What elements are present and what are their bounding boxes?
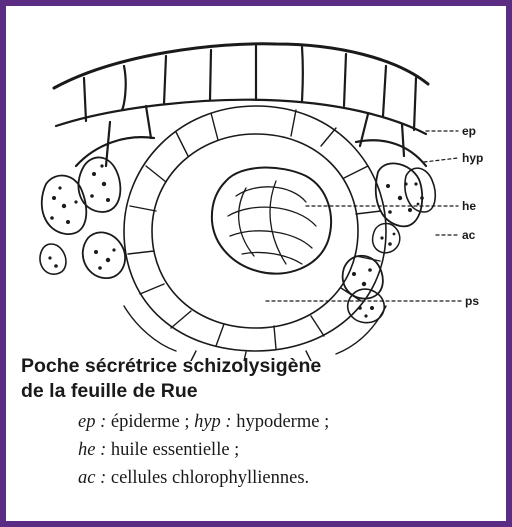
- chloro-cell-left-2: [78, 157, 120, 212]
- legend-hyp-abbr: hyp :: [194, 412, 232, 432]
- legend-line-1: ep : épiderme ; hyp : hypoderme ;: [78, 408, 498, 436]
- title-line-1: Poche sécrétrice schizolysigène: [21, 354, 491, 379]
- legend-hyp-text: hypoderme ;: [232, 412, 330, 432]
- legend: ep : épiderme ; hyp : hypoderme ; he : h…: [78, 408, 498, 492]
- label-ep: ep: [462, 124, 476, 138]
- leader-lines: [266, 131, 461, 301]
- legend-he-text: huile essentielle ;: [106, 440, 239, 460]
- legend-ac-text: cellules chlorophylliennes.: [106, 468, 309, 488]
- legend-line-3: ac : cellules chlorophylliennes.: [78, 464, 498, 492]
- label-hyp: hyp: [462, 151, 483, 165]
- figure-title: Poche sécrétrice schizolysigène de la fe…: [21, 354, 491, 404]
- chloro-cell-left-4: [40, 244, 66, 274]
- legend-ep-text: épiderme ;: [106, 412, 194, 432]
- chloro-cell-right-4: [348, 289, 385, 323]
- chloro-cell-right-1: [376, 163, 422, 226]
- hypodermis-walls: [76, 137, 426, 166]
- title-line-2: de la feuille de Rue: [21, 379, 491, 404]
- legend-ep-abbr: ep :: [78, 412, 106, 432]
- oil-lines: [228, 181, 316, 264]
- secretory-pocket-drawing: ep hyp he ac ps: [6, 6, 506, 361]
- label-ps: ps: [465, 294, 479, 308]
- legend-ac-abbr: ac :: [78, 468, 106, 488]
- legend-he-abbr: he :: [78, 440, 106, 460]
- pocket-outer-boundary: [124, 106, 386, 351]
- chloro-cell-left-3: [83, 232, 125, 278]
- essential-oil-mass: [212, 168, 331, 274]
- epidermis-inner-wall: [56, 100, 426, 134]
- legend-line-2: he : huile essentielle ;: [78, 436, 498, 464]
- label-ac: ac: [462, 228, 476, 242]
- label-he: he: [462, 199, 476, 213]
- epidermis-outer-wall: [54, 44, 428, 88]
